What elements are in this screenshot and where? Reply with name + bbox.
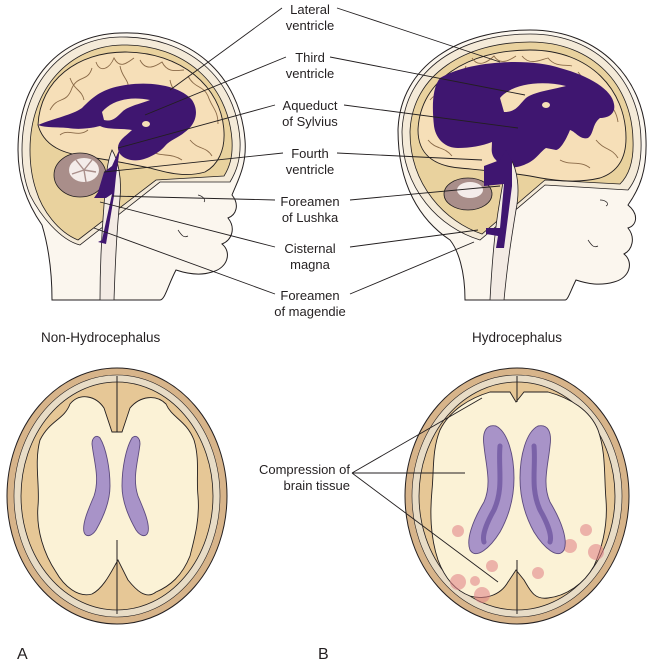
label-cisterna-magna: Cisternal magna bbox=[270, 241, 350, 273]
normal-white-matter bbox=[36, 396, 199, 596]
normal-fourth-ventricle bbox=[94, 148, 120, 244]
hydro-lateral-ventricle bbox=[432, 62, 615, 168]
hydro-left-ventricle-axial bbox=[468, 425, 515, 555]
hydro-head-sagittal bbox=[397, 29, 647, 301]
label-line: Foreamen bbox=[280, 288, 340, 303]
caption-non-hydrocephalus: Non-Hydrocephalus bbox=[41, 330, 161, 345]
label-line: of Lushka bbox=[281, 210, 339, 225]
normal-axial-section bbox=[6, 367, 228, 625]
hydro-axial-section bbox=[404, 367, 630, 625]
hydro-cerebellum bbox=[443, 177, 493, 211]
label-line: Compression of bbox=[258, 462, 350, 477]
label-lateral-ventricle: Lateral ventricle bbox=[270, 2, 350, 34]
normal-left-ventricle-axial bbox=[83, 435, 111, 537]
normal-lateral-ventricle bbox=[38, 83, 196, 161]
normal-thalamus bbox=[102, 98, 150, 121]
label-line: Aqueduct bbox=[282, 98, 338, 113]
caption-hydrocephalus: Hydrocephalus bbox=[472, 330, 563, 345]
label-aqueduct-of-sylvius: Aqueduct of Sylvius bbox=[270, 98, 350, 130]
label-line: Lateral bbox=[290, 2, 330, 17]
panel-label-a: A bbox=[17, 646, 28, 663]
normal-right-ventricle-axial bbox=[121, 435, 149, 537]
hydro-lesions bbox=[450, 524, 604, 603]
label-third-ventricle: Third ventricle bbox=[270, 50, 350, 82]
label-line: Cisternal bbox=[284, 241, 336, 256]
label-line: ventricle bbox=[285, 162, 335, 177]
hydro-fourth-ventricle bbox=[484, 150, 512, 248]
label-line: ventricle bbox=[285, 18, 335, 33]
label-foramen-of-magendie: Foreamen of magendie bbox=[265, 288, 355, 320]
label-line: of magendie bbox=[274, 304, 346, 319]
label-line: brain tissue bbox=[283, 478, 350, 493]
label-line: magna bbox=[290, 257, 330, 272]
label-compression-of-brain-tissue: Compression of brain tissue bbox=[222, 462, 350, 494]
normal-cerebellum bbox=[53, 152, 107, 198]
hydro-thalamus bbox=[500, 83, 566, 112]
label-line: of Sylvius bbox=[282, 114, 338, 129]
normal-gyri bbox=[49, 56, 219, 161]
label-line: Foreamen bbox=[280, 194, 340, 209]
hydro-right-ventricle-axial bbox=[519, 425, 566, 555]
panel-label-b: B bbox=[318, 646, 329, 663]
label-line: ventricle bbox=[285, 66, 335, 81]
label-line: Fourth bbox=[291, 146, 329, 161]
label-fourth-ventricle: Fourth ventricle bbox=[270, 146, 350, 178]
leader-lines-top bbox=[93, 7, 526, 295]
hydro-white-matter bbox=[430, 391, 607, 599]
compression-leader-lines bbox=[351, 397, 499, 583]
label-foramen-of-luschka: Foreamen of Lushka bbox=[270, 194, 350, 226]
label-line: Third bbox=[295, 50, 325, 65]
normal-head-sagittal bbox=[17, 32, 246, 301]
